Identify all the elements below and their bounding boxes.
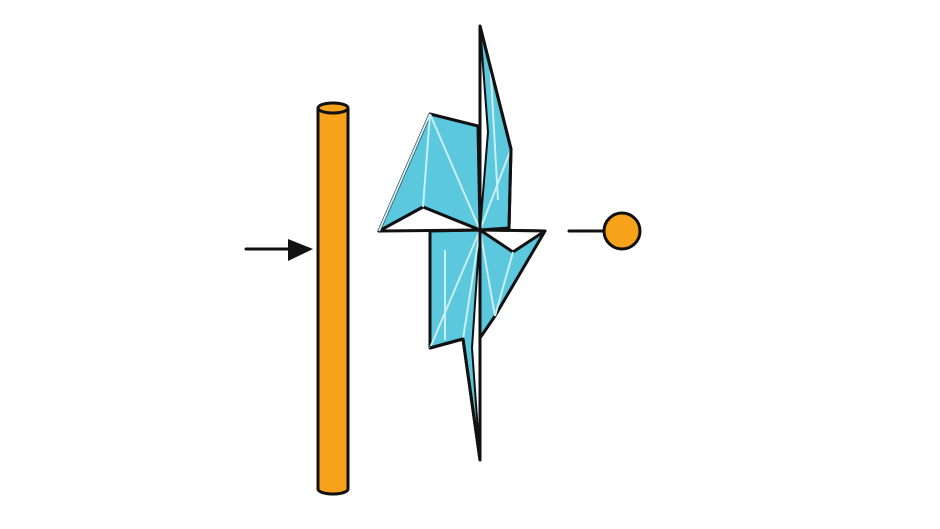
pinwheel-creases — [378, 59, 514, 349]
pinwheel-outline-top — [478, 25, 513, 229]
stick-top — [316, 101, 350, 115]
pinwheel-flap-right — [478, 228, 547, 254]
pinwheel — [377, 24, 547, 462]
pin — [567, 211, 642, 251]
arrow-icon — [244, 239, 313, 261]
stick-body — [316, 107, 350, 496]
stick — [316, 101, 350, 496]
pinwheel-outline-bottom — [429, 337, 482, 461]
pinwheel-flap-left — [377, 205, 482, 233]
arrow-head — [288, 239, 313, 261]
pinwheel-hub — [477, 227, 483, 233]
pin-head — [602, 211, 642, 251]
